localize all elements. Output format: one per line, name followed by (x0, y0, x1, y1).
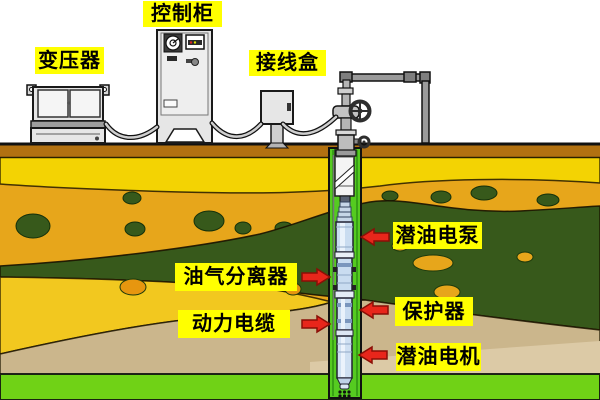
transformer-door-right (69, 89, 101, 118)
strata-topsoil-band (0, 143, 600, 157)
motor-sensor-dots (338, 390, 351, 398)
cable-junction-box-to-wellhead (281, 115, 338, 135)
surface-cables (103, 114, 339, 141)
oil-gas-separator-unit (333, 257, 356, 299)
label-protector: 保护器 (395, 297, 473, 326)
cabinet-slot (167, 56, 177, 61)
small-valve-handwheel-icon (357, 135, 371, 149)
junction-box-latch (287, 103, 291, 111)
gauge-icon (163, 33, 183, 53)
cabinet-leg-arch (164, 128, 206, 143)
submersible-pump-unit (334, 221, 355, 259)
pointer-arrows (301, 227, 390, 365)
meter-icon (185, 34, 205, 50)
pipe-coupling (403, 71, 417, 83)
transformer-door-left (37, 89, 69, 118)
wellhead (332, 79, 372, 157)
junction-box-unit (260, 90, 294, 149)
submersible-motor-unit (336, 335, 353, 398)
valve-handwheel-icon (348, 99, 372, 123)
wellhead-cap (337, 87, 354, 95)
transformer-unit (26, 84, 110, 144)
label-transformer: 变压器 (35, 47, 104, 74)
arrow-oil-gas-separator (301, 267, 332, 287)
label-oil-gas-separator: 油气分离器 (175, 263, 297, 291)
label-junction-box: 接线盒 (249, 50, 326, 76)
production-tubing (334, 149, 355, 197)
discharge-pipe (339, 71, 431, 144)
arrow-power-cable (301, 314, 332, 334)
cable-transformer-to-cabinet (104, 122, 159, 139)
label-submersible-motor: 潜油电机 (396, 343, 481, 371)
arrow-submersible-motor (357, 345, 388, 365)
junction-box-base (264, 142, 290, 149)
arrow-protector (358, 300, 389, 320)
strata-bedrock-green (0, 373, 600, 400)
key-switch-icon (186, 58, 199, 66)
string-connector (336, 195, 353, 223)
wellhead-base (335, 149, 357, 157)
protector-unit (335, 297, 354, 337)
label-submersible-pump: 潜油电泵 (393, 222, 482, 249)
label-control-cabinet: 控制柜 (143, 1, 222, 27)
strata (0, 142, 600, 400)
strata-yellow-upper-layer (0, 156, 600, 194)
cable-cabinet-to-junction-box (210, 121, 263, 138)
junction-box-pedestal (270, 123, 284, 145)
label-power-cable: 动力电缆 (178, 310, 290, 338)
control-cabinet-unit (156, 29, 213, 144)
cabinet-lower-slot (163, 99, 178, 108)
cable-clamp-band (334, 163, 355, 191)
well-bore (328, 147, 362, 399)
arrow-submersible-pump (359, 227, 390, 247)
